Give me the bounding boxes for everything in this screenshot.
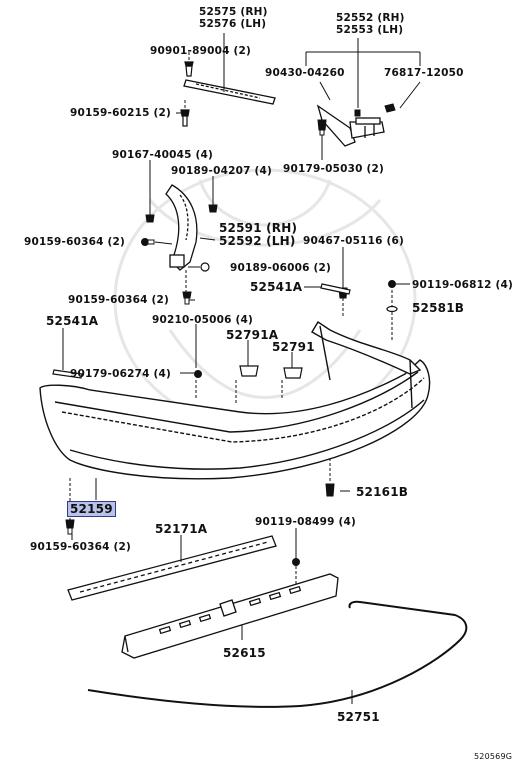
screw-90119-06812[interactable] [388, 280, 396, 288]
clip-90119-08499[interactable] [292, 558, 300, 566]
retainer-52791a[interactable] [239, 365, 259, 377]
label-90159-60364-a: 90159-60364 (2) [24, 236, 125, 248]
bracket-52552[interactable] [316, 104, 385, 147]
retainer-52541a-right[interactable] [320, 283, 351, 295]
label-90119-06812: 90119-06812 (4) [412, 279, 513, 291]
label-52591: 52591 (RH) [219, 221, 298, 235]
label-90159-60215: 90159-60215 (2) [70, 107, 171, 119]
clip-76817-12050[interactable] [384, 103, 396, 113]
label-90119-08499: 90119-08499 (4) [255, 516, 356, 528]
label-52791a: 52791A [226, 328, 279, 342]
label-90167-40045: 90167-40045 (4) [112, 149, 213, 161]
label-90210-05006: 90210-05006 (4) [152, 314, 253, 326]
label-52791: 52791 [272, 340, 315, 354]
retainer-52541a-left[interactable] [52, 369, 83, 379]
label-52615: 52615 [223, 646, 266, 660]
clip-90901-89004[interactable] [184, 61, 194, 77]
label-52161b: 52161B [356, 485, 409, 499]
nut-52581b[interactable] [386, 305, 398, 313]
leader-lines-mid [180, 324, 293, 405]
label-52592: 52592 (LH) [219, 234, 296, 248]
label-90159-60364-b: 90159-60364 (2) [68, 294, 169, 306]
absorber-52615[interactable] [121, 573, 339, 659]
label-90189-06006: 90189-06006 (2) [230, 262, 331, 274]
label-90467-05116: 90467-05116 (6) [303, 235, 404, 247]
label-52171a: 52171A [155, 522, 208, 536]
label-52541a-right: 52541A [250, 280, 303, 294]
label-52575: 52575 (RH) [199, 6, 268, 18]
label-52581b: 52581B [412, 301, 465, 315]
screw-90159-60364-a[interactable] [141, 238, 155, 246]
label-90179-06274: 90179-06274 (4) [70, 368, 171, 380]
nut-90189-06006[interactable] [200, 262, 210, 272]
label-90189-04207: 90189-04207 (4) [171, 165, 272, 177]
diagram-code: 520569G [474, 752, 513, 761]
screw-90159-60364-b[interactable] [182, 291, 192, 305]
brace-leaders [305, 38, 421, 160]
label-90430-04260: 90430-04260 [265, 67, 345, 79]
nut-90430-04260[interactable] [354, 109, 361, 117]
label-52751: 52751 [337, 710, 380, 724]
label-52159[interactable]: 52159 [67, 501, 116, 517]
label-90179-05030: 90179-05030 (2) [283, 163, 384, 175]
leader-lines-top [176, 33, 225, 114]
retainer-52575[interactable] [183, 79, 276, 105]
label-76817-12050: 76817-12050 [384, 67, 464, 79]
label-90901-89004: 90901-89004 (2) [150, 45, 251, 57]
clip-90210-05006[interactable] [194, 370, 202, 378]
label-52553: 52553 (LH) [336, 24, 404, 36]
clip-90189-04207[interactable] [208, 204, 218, 213]
retainer-52591[interactable] [165, 184, 198, 271]
screw-90167-40045[interactable] [145, 214, 155, 223]
retainer-52791[interactable] [283, 367, 303, 379]
screw-90159-60364-c[interactable] [65, 519, 75, 535]
seal-52751[interactable] [87, 600, 468, 708]
label-52576: 52576 (LH) [199, 18, 267, 30]
reinforcement-52171a[interactable] [67, 535, 277, 601]
bumper-cover-52159[interactable] [39, 321, 431, 480]
leader-lines-right [304, 247, 410, 342]
label-90159-60364-c: 90159-60364 (2) [30, 541, 131, 553]
label-52541a-left: 52541A [46, 314, 99, 328]
label-52552: 52552 (RH) [336, 12, 405, 24]
clip-90179-05030[interactable] [317, 119, 327, 136]
screw-90159-60215[interactable] [180, 109, 190, 127]
nut-52161b[interactable] [325, 483, 335, 497]
